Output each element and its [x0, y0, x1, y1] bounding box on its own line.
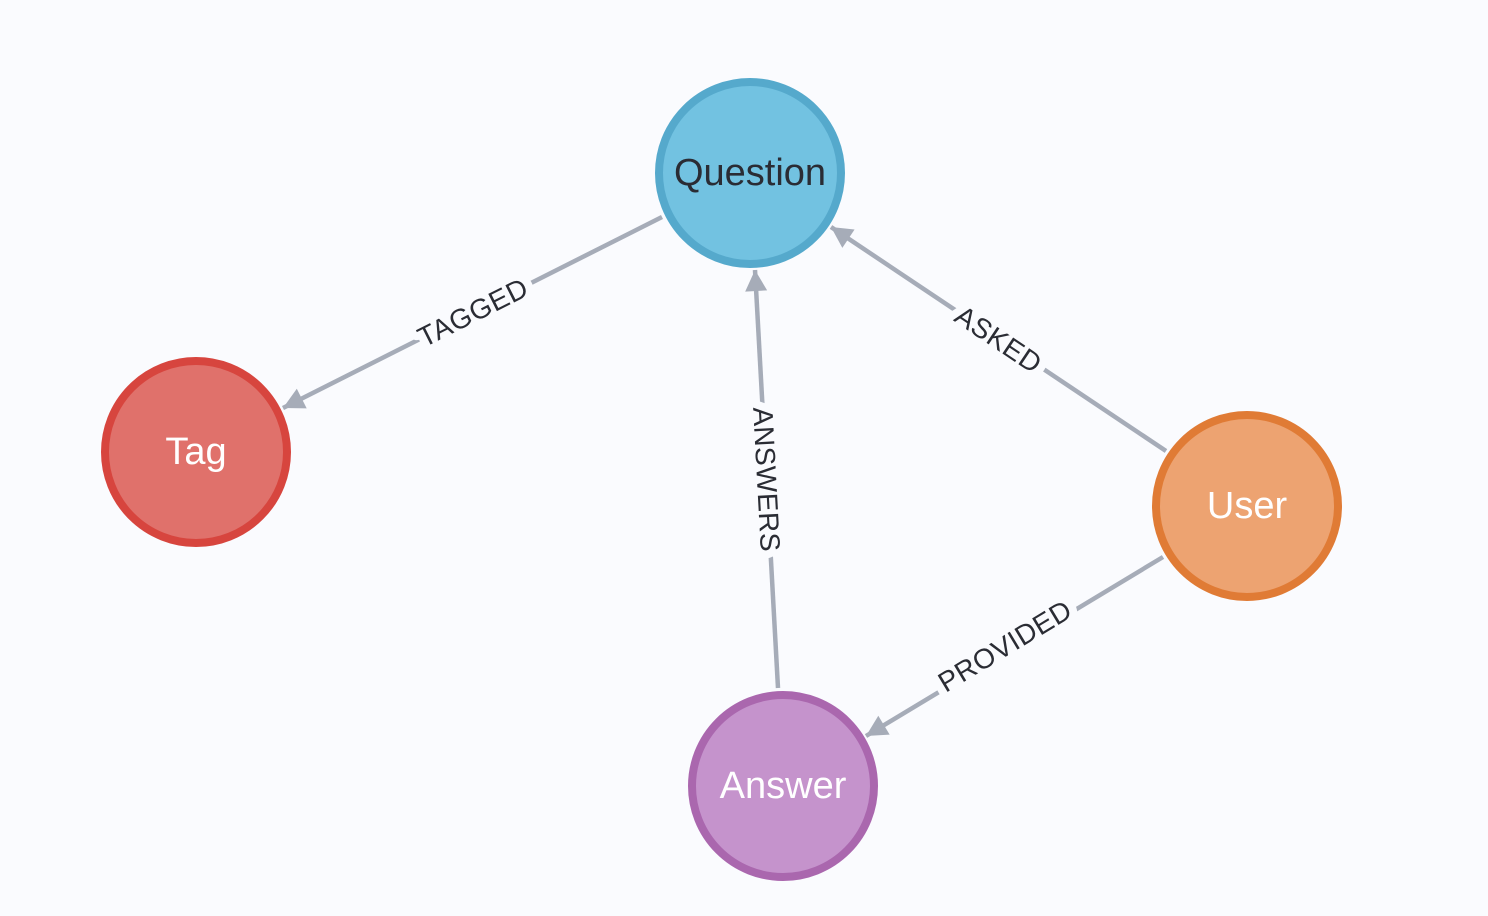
node-tag-circle — [101, 357, 291, 547]
node-tag-label: Tag — [165, 431, 226, 473]
relationship-tagged-line — [281, 214, 664, 411]
relationship-answers-line — [745, 269, 781, 689]
node-answer-circle — [688, 691, 878, 881]
node-question-circle — [655, 78, 845, 268]
node-user[interactable]: User — [1152, 411, 1342, 601]
node-user-circle — [1152, 411, 1342, 601]
relationship-asked-line — [829, 225, 1168, 453]
node-user-label: User — [1207, 485, 1288, 527]
relationship-provided-line — [864, 555, 1165, 738]
node-answer[interactable]: Answer — [688, 691, 878, 881]
node-answer-label: Answer — [720, 765, 847, 807]
node-tag[interactable]: Tag — [101, 357, 291, 547]
node-question[interactable]: Question — [655, 78, 845, 268]
node-question-label: Question — [674, 152, 826, 194]
